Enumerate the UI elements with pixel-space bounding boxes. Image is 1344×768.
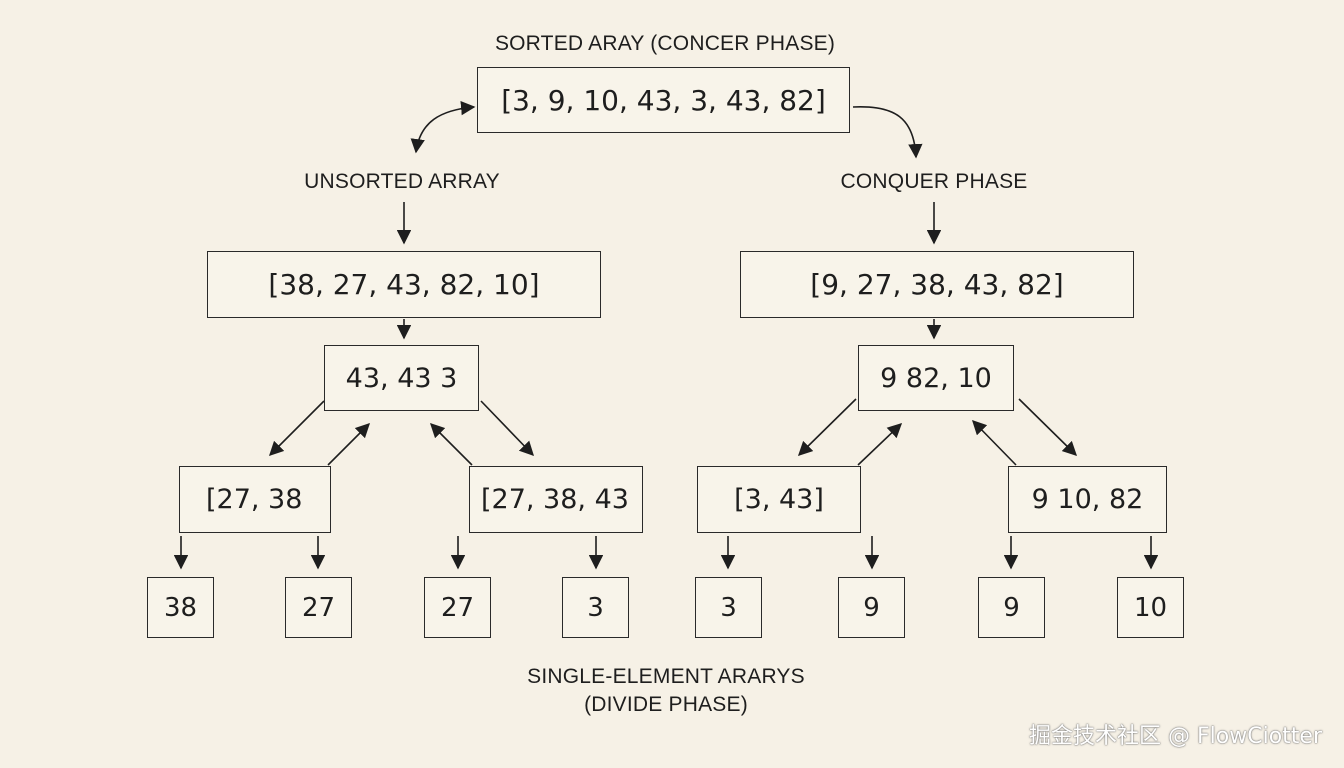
watermark-text: 掘金技术社区 @ FlowCiotter (1029, 724, 1322, 749)
leaf-box-3: 27 (424, 577, 491, 638)
leaf-box-2: 27 (285, 577, 352, 638)
arrow-curve-left (410, 100, 476, 154)
unsorted-array-box: [38, 27, 43, 82, 10] (207, 251, 601, 318)
sorted-array-value: [3, 9, 10, 43, 3, 43, 82] (501, 83, 826, 117)
left-mid-box: 43, 43 3 (324, 345, 479, 411)
leaf-box-1: 38 (147, 577, 214, 638)
leaf-box-7: 9 (978, 577, 1045, 638)
right-mid-box: 9 82, 10 (858, 345, 1014, 411)
arrow-lmid-to-ll (268, 400, 325, 457)
leaf-value-6: 9 (863, 592, 880, 623)
leaf-value-1: 38 (163, 592, 198, 623)
leaf-box-6: 9 (838, 577, 905, 638)
arrow-lr-to-lmid (429, 422, 473, 466)
left-right-value: [27, 38, 43 (481, 484, 629, 515)
arrow-rmid-to-rl (797, 398, 857, 457)
leaf-value-7: 9 (1003, 592, 1020, 623)
leaf-value-3: 27 (440, 592, 475, 623)
label-single-element-arrays: SINGLE-ELEMENT ARARYS (527, 665, 805, 688)
right-right-value: 9 10, 82 (1031, 484, 1144, 515)
left-left-box: [27, 38 (179, 466, 331, 533)
label-divide-phase: (DIVIDE PHASE) (584, 693, 748, 716)
arrow-ll-to-lmid (327, 422, 371, 466)
conquer-array-box: [9, 27, 38, 43, 82] (740, 251, 1134, 318)
right-left-box: [3, 43] (697, 466, 861, 533)
leaf-box-8: 10 (1117, 577, 1184, 638)
sorted-array-box: [3, 9, 10, 43, 3, 43, 82] (477, 67, 850, 133)
right-right-box: 9 10, 82 (1008, 466, 1167, 533)
leaf-box-4: 3 (562, 577, 629, 638)
arrow-rmid-to-rr (1018, 398, 1078, 457)
arrow-rr-to-rmid (971, 419, 1017, 466)
label-conquer-phase: CONQUER PHASE (840, 170, 1028, 193)
conquer-array-value: [9, 27, 38, 43, 82] (810, 268, 1064, 301)
label-sorted-array: SORTED ARAY (CONCER PHASE) (494, 32, 836, 55)
right-mid-value: 9 82, 10 (880, 362, 992, 394)
arrow-curve-right (852, 106, 923, 159)
leaf-box-5: 3 (695, 577, 762, 638)
leaf-value-2: 27 (301, 592, 336, 623)
left-left-value: [27, 38 (206, 484, 303, 515)
unsorted-array-value: [38, 27, 43, 82, 10] (268, 268, 540, 301)
right-left-value: [3, 43] (734, 484, 824, 515)
left-right-box: [27, 38, 43 (469, 466, 643, 533)
arrow-rl-to-rmid (857, 423, 903, 466)
leaf-value-5: 3 (720, 592, 737, 623)
arrow-lmid-to-lr (480, 400, 534, 457)
label-unsorted-array: UNSORTED ARRAY (304, 170, 500, 193)
left-mid-value: 43, 43 3 (345, 362, 458, 394)
leaf-value-8: 10 (1133, 592, 1168, 623)
leaf-value-4: 3 (587, 592, 604, 623)
